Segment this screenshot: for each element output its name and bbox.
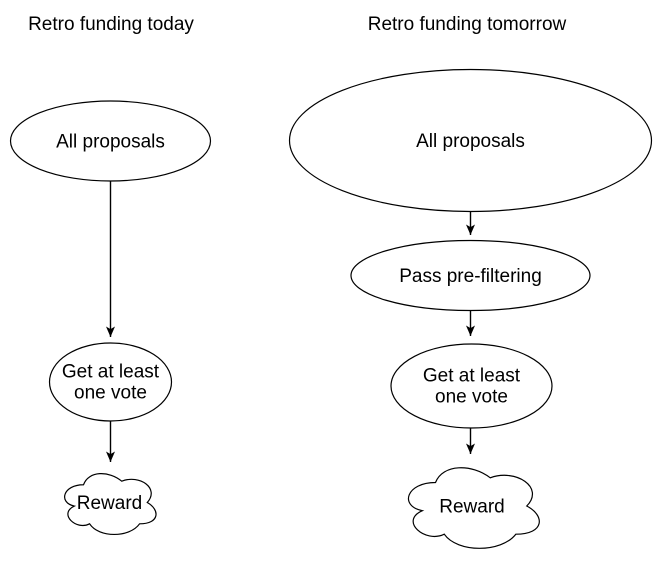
column-title-tomorrow: Retro funding tomorrow xyxy=(368,14,567,35)
node-reward-cloud-tomorrow xyxy=(408,467,540,549)
node-get-one-vote-today-label-line1: Get at least xyxy=(62,362,160,383)
node-reward-cloud-today xyxy=(64,473,157,535)
node-get-one-vote-tomorrow xyxy=(390,343,553,429)
node-get-one-vote-today-label-line2: one vote xyxy=(74,383,147,404)
column-title-today: Retro funding today xyxy=(28,14,194,35)
node-all-proposals-tomorrow-label: All proposals xyxy=(416,131,525,152)
node-get-one-vote-tomorrow-label-line2: one vote xyxy=(435,387,508,408)
node-all-proposals-today-label: All proposals xyxy=(56,132,165,153)
node-reward-today-label: Reward xyxy=(77,493,142,514)
node-get-one-vote-tomorrow-label-line1: Get at least xyxy=(423,366,521,387)
node-reward-tomorrow-label: Reward xyxy=(439,497,504,518)
node-pass-prefiltering-label: Pass pre-filtering xyxy=(399,266,542,287)
